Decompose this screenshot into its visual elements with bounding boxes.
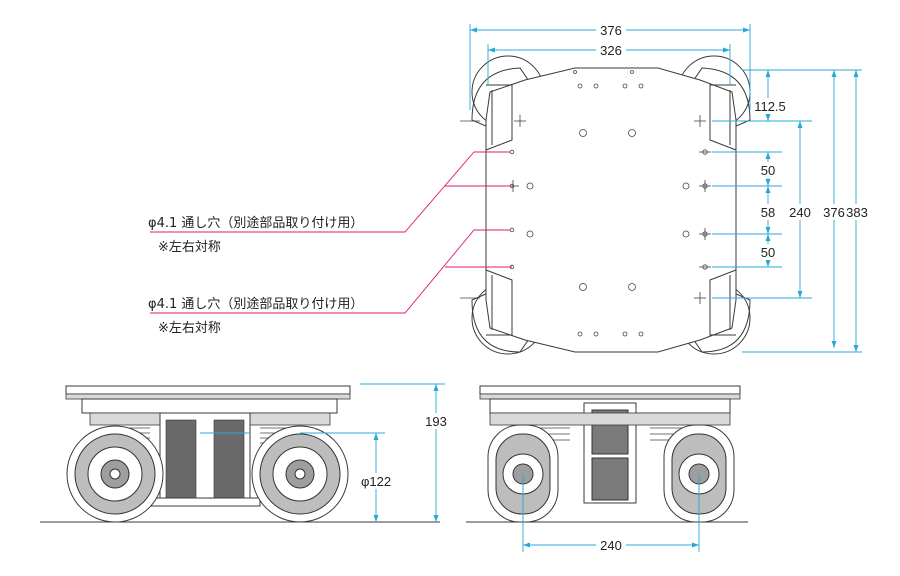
callout-sub-2: ※左右対称 bbox=[158, 321, 221, 336]
dim-58: 58 bbox=[761, 205, 775, 220]
side-view-wheel-front bbox=[66, 425, 164, 523]
callout-note-2: φ4.1 通し穴（別途部品取り付け用） bbox=[148, 297, 364, 312]
front-view: 240 bbox=[466, 385, 748, 553]
dim-50-upper: 50 bbox=[761, 163, 775, 178]
dim-50-lower: 50 bbox=[761, 245, 775, 260]
side-dimension-lines bbox=[200, 383, 445, 522]
leader-lines bbox=[150, 151, 512, 314]
dim-240-right: 240 bbox=[789, 205, 811, 220]
corner-brackets bbox=[485, 84, 737, 336]
crosshairs bbox=[460, 115, 711, 304]
dim-376-top: 376 bbox=[600, 23, 622, 38]
side-view-wheel-rear bbox=[251, 425, 349, 523]
plate-holes bbox=[509, 70, 708, 337]
dim-112-5: 112.5 bbox=[754, 99, 786, 114]
side-view: 193 φ122 bbox=[40, 383, 450, 523]
dim-383-right: 383 bbox=[846, 205, 868, 220]
right-dimension-arrows bbox=[765, 70, 859, 352]
side-dimension-arrows bbox=[373, 384, 439, 522]
front-view-wheel-left bbox=[487, 424, 559, 523]
top-plate-outline bbox=[485, 67, 737, 353]
dim-376-right: 376 bbox=[823, 205, 845, 220]
dim-193: 193 bbox=[425, 414, 447, 429]
dim-326-top: 326 bbox=[600, 43, 622, 58]
dim-wheel-diameter: φ122 bbox=[361, 474, 391, 489]
dim-240-wheelbase: 240 bbox=[600, 538, 622, 553]
callout-note-1: φ4.1 通し穴（別途部品取り付け用） bbox=[148, 216, 364, 231]
callout-sub-1: ※左右対称 bbox=[158, 240, 221, 255]
top-dimension-arrows bbox=[470, 27, 750, 53]
top-view: 376 326 bbox=[150, 22, 869, 355]
front-dimension-arrows bbox=[523, 542, 699, 548]
